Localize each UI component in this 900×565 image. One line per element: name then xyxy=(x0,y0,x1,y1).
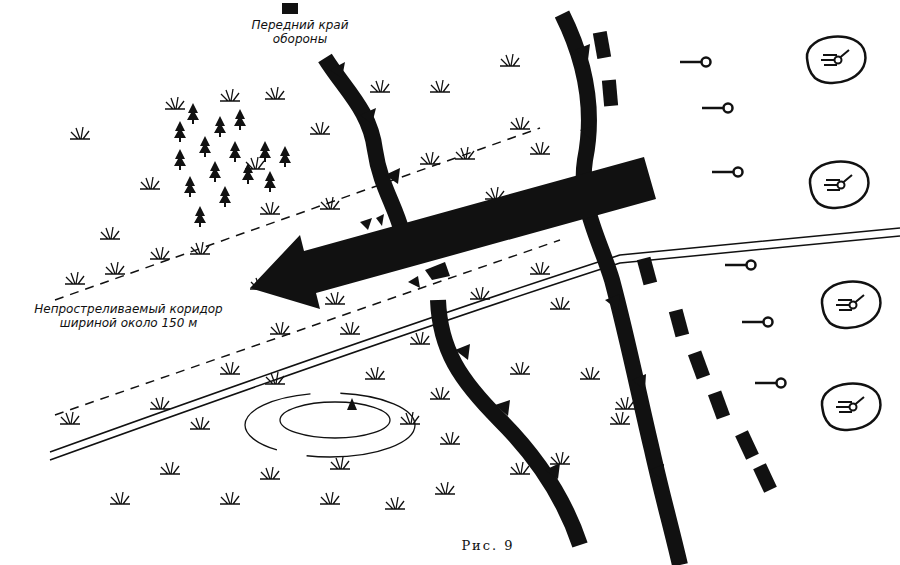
front-line-label: Передний край обороны xyxy=(238,18,362,48)
figure-caption: Рис. 9 xyxy=(440,538,536,555)
corridor-label: Непростреливаемый коридор шириной около … xyxy=(3,302,254,332)
